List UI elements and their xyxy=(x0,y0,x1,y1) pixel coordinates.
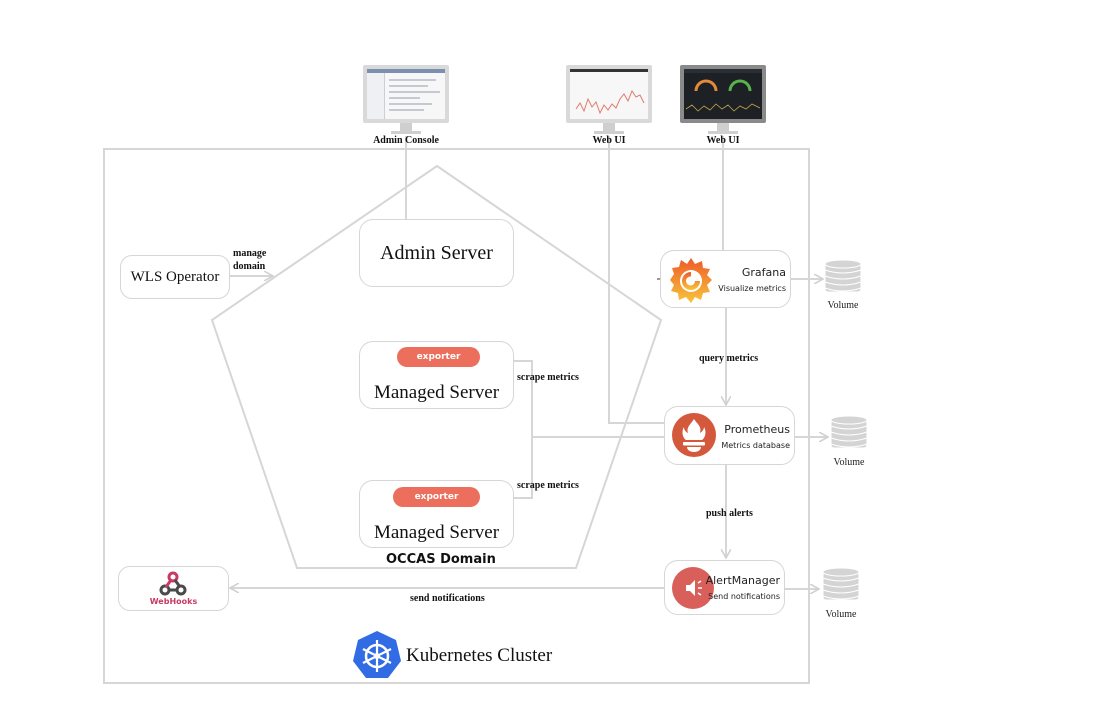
scrape-metrics-label: scrape metrics xyxy=(517,372,579,383)
managed-server-box[interactable]: Managed Server xyxy=(359,480,514,548)
push-alerts-label: push alerts xyxy=(706,508,753,519)
alertmanager-box[interactable]: AlertManager Send notifications xyxy=(664,560,785,615)
kubernetes-cluster-label: Kubernetes Cluster xyxy=(406,645,553,666)
admin-server-box[interactable]: Admin Server xyxy=(359,219,514,287)
volume-icon xyxy=(824,259,862,301)
managed-server-label: Managed Server xyxy=(373,522,500,543)
exporter-badge[interactable]: exporter xyxy=(393,487,480,507)
manage-domain-label: manage domain xyxy=(233,248,267,272)
occas-domain-pentagon xyxy=(210,164,663,569)
kubernetes-logo-icon xyxy=(352,630,402,680)
webhooks-box[interactable]: WebHooks xyxy=(118,566,229,611)
volume-label: Volume xyxy=(827,300,859,311)
grafana-web-ui-label: Web UI xyxy=(706,135,740,146)
wls-operator-box[interactable]: WLS Operator xyxy=(120,255,230,299)
grafana-logo-icon xyxy=(667,255,715,305)
prometheus-web-ui-label: Web UI xyxy=(592,135,626,146)
wls-operator-label: WLS Operator xyxy=(130,269,220,285)
volume-icon xyxy=(822,567,860,609)
alertmanager-speaker-icon xyxy=(671,566,715,610)
admin-console-screen xyxy=(367,69,445,119)
prometheus-web-ui-monitor[interactable] xyxy=(566,65,652,134)
grafana-box[interactable]: Grafana Visualize metrics xyxy=(660,250,791,308)
volume-icon xyxy=(830,415,868,457)
scrape-metrics-label: scrape metrics xyxy=(517,480,579,491)
grafana-title: Grafana xyxy=(741,266,786,279)
admin-console-label: Admin Console xyxy=(373,135,439,146)
prometheus-logo-icon xyxy=(671,412,717,458)
webhooks-label: WebHooks xyxy=(149,597,198,606)
admin-console-monitor[interactable] xyxy=(363,65,449,134)
webhooks-icon xyxy=(158,571,188,597)
grafana-dashboard-screen xyxy=(684,69,762,119)
volume-label: Volume xyxy=(825,609,857,620)
volume-label: Volume xyxy=(833,457,865,468)
prometheus-box[interactable]: Prometheus Metrics database xyxy=(664,406,795,465)
send-notifications-label: send notifications xyxy=(410,593,485,604)
occas-domain-label: OCCAS Domain xyxy=(386,552,496,567)
grafana-subtitle: Visualize metrics xyxy=(718,284,786,293)
alertmanager-subtitle: Send notifications xyxy=(708,592,780,601)
kubernetes-cluster-border xyxy=(103,148,810,684)
admin-server-label: Admin Server xyxy=(380,242,493,264)
prometheus-web-ui-link xyxy=(608,136,665,424)
prometheus-title: Prometheus xyxy=(724,423,790,436)
query-metrics-label: query metrics xyxy=(699,353,759,364)
alertmanager-title: AlertManager xyxy=(705,574,780,587)
prometheus-web-ui-screen xyxy=(570,69,648,119)
exporter-badge[interactable]: exporter xyxy=(397,347,480,367)
prometheus-subtitle: Metrics database xyxy=(721,441,790,450)
grafana-dashboard-monitor[interactable] xyxy=(680,65,766,134)
managed-server-label: Managed Server xyxy=(373,382,500,403)
